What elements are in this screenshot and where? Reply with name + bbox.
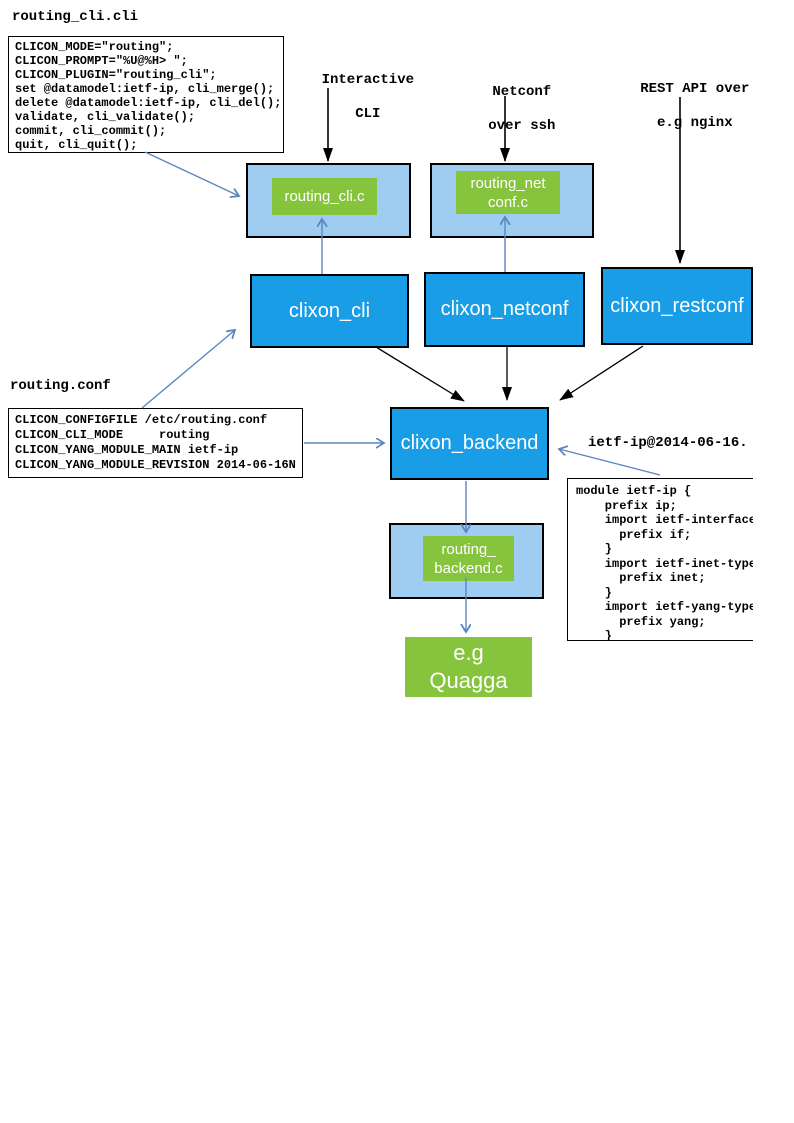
interactive-cli-label-line1: Interactive	[321, 72, 415, 88]
arrow-cli-file-to-cli-plugin-box	[144, 151, 239, 196]
node-quagga: e.g Quagga	[405, 637, 532, 697]
node-routing-netconf-c-line2: conf.c	[487, 193, 529, 211]
node-clixon-backend: clixon_backend	[390, 407, 549, 480]
arrow-conf-file-to-clixon-cli	[141, 330, 235, 409]
node-routing-backend-c: routing_ backend.c	[423, 536, 514, 581]
netconf-ssh-label: Netconf over ssh	[435, 67, 575, 152]
node-clixon-cli: clixon_cli	[250, 274, 409, 348]
arrow-clixon-restconf-to-backend	[559, 345, 644, 401]
arrow-yang-module-to-backend	[559, 449, 661, 476]
yang-module-code-box: module ietf-ip { prefix ip; import ietf-…	[567, 478, 753, 641]
node-routing-backend-c-line2: backend.c	[434, 559, 503, 577]
node-clixon-netconf: clixon_netconf	[424, 272, 585, 347]
node-routing-netconf-c: routing_net conf.c	[456, 171, 560, 214]
node-routing-cli-c: routing_cli.c	[272, 178, 377, 215]
interactive-cli-label-line2: CLI	[355, 106, 381, 122]
node-quagga-line1: e.g	[453, 640, 484, 665]
interactive-cli-label: Interactive CLI	[281, 55, 421, 140]
yang-module-label: ietf-ip@2014-06-16.	[588, 435, 748, 451]
conf-file-title: routing.conf	[10, 378, 111, 394]
arrow-clixon-cli-to-backend	[375, 346, 465, 402]
netconf-ssh-label-line1: Netconf	[492, 84, 552, 100]
cli-file-code-box: CLICON_MODE="routing"; CLICON_PROMPT="%U…	[8, 36, 284, 153]
node-routing-netconf-c-line1: routing_net	[470, 174, 546, 192]
node-clixon-restconf: clixon_restconf	[601, 267, 753, 345]
netconf-ssh-label-line2: over ssh	[488, 118, 556, 134]
rest-api-label-line2: e.g nginx	[656, 115, 733, 131]
rest-api-label-line1: REST API over	[640, 81, 750, 97]
cli-file-title: routing_cli.cli	[12, 9, 139, 25]
rest-api-label: REST API over e.g nginx	[598, 64, 758, 149]
conf-file-code-box: CLICON_CONFIGFILE /etc/routing.conf CLIC…	[8, 408, 303, 478]
node-routing-backend-c-line1: routing_	[441, 540, 496, 558]
node-quagga-line2: Quagga	[429, 668, 508, 693]
